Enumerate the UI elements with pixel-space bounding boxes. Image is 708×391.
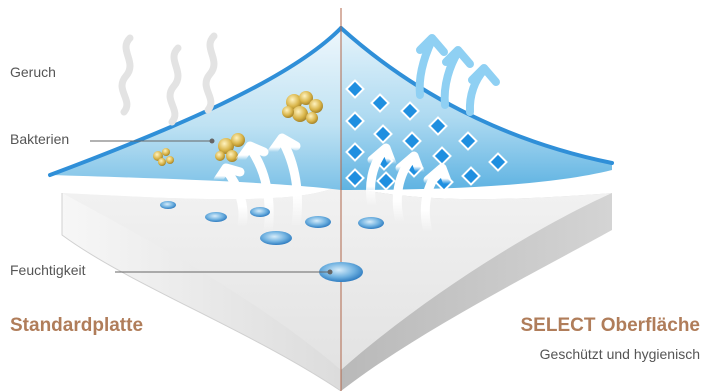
select-surface-subtitle: Geschützt und hygienisch xyxy=(540,346,700,362)
select-surface-title: SELECT Oberfläche xyxy=(521,315,701,337)
odor-wave-icon xyxy=(122,36,214,122)
moisture-leader-dot xyxy=(328,270,333,275)
bacteria-label: Bakterien xyxy=(10,131,69,147)
plate xyxy=(62,185,612,391)
standard-plate-title: Standardplatte xyxy=(10,315,143,337)
moisture-label: Feuchtigkeit xyxy=(10,262,85,278)
bacteria-leader-dot xyxy=(210,139,215,144)
odor-label: Geruch xyxy=(10,64,56,80)
